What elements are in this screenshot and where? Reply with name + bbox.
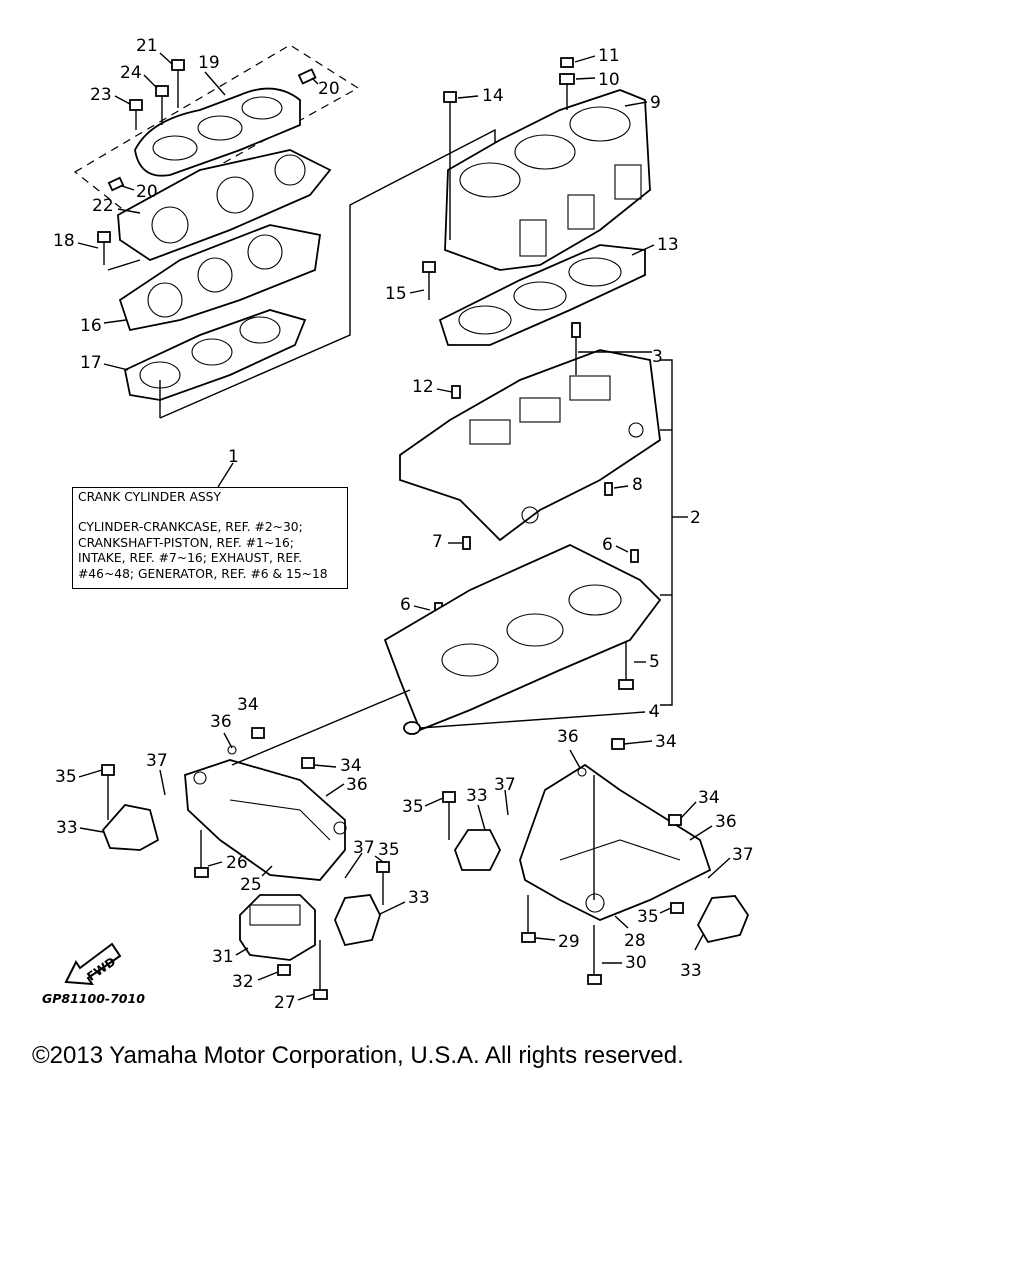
assembly-title: CRANK CYLINDER ASSY [78,490,221,504]
callout-35b: 35 [378,840,400,860]
callout-36c: 36 [557,727,579,747]
cylinder-9 [444,89,651,271]
bolt-14 [443,91,457,240]
assembly-line: INTAKE, REF. #7~16; EXHAUST, REF. [78,551,303,566]
callout-34c: 34 [655,732,677,752]
head-gasket-17 [123,309,307,401]
callout-35a: 35 [55,767,77,787]
copyright-notice: ©2013 Yamaha Motor Corporation, U.S.A. A… [32,1042,684,1069]
assembly-line: CRANKSHAFT-PISTON, REF. #1~16; [78,535,294,550]
callout-21: 21 [136,36,158,56]
callout-34b: 34 [340,756,362,776]
callout-18: 18 [53,231,75,251]
mount-rubber-33-d [696,895,750,944]
module-31 [239,894,316,961]
callout-34a: 34 [237,695,259,715]
callout-37a: 37 [146,751,168,771]
callout-9: 9 [650,93,661,113]
callout-34d: 34 [698,788,720,808]
callout-33a: 33 [56,818,78,838]
callout-19: 19 [198,53,220,73]
callout-15: 15 [385,284,407,304]
callout-10: 10 [598,70,620,90]
mount-rubber-33-b [334,894,381,947]
callout-25: 25 [240,875,262,895]
mount-rubber-33-c [454,829,502,871]
bolt-35-c [442,791,456,840]
callout-22: 22 [92,196,114,216]
callout-36d: 36 [715,812,737,832]
bolt-34-a [251,727,315,769]
callout-36a: 36 [210,712,232,732]
bolt-30 [587,925,602,985]
bolt-26 [194,830,209,878]
callout-6a: 6 [602,535,613,555]
callout-6b: 6 [400,595,411,615]
assembly-line: CYLINDER-CRANKCASE, REF. #2~30; [78,520,303,535]
callout-28: 28 [624,931,646,951]
callout-17: 17 [80,353,102,373]
bolt-15 [422,261,436,300]
assembly-line: #46~48; GENERATOR, REF. #6 & 15~18 [78,566,328,581]
callout-33d: 33 [680,961,702,981]
callout-27: 27 [274,993,296,1013]
callout-26: 26 [226,853,248,873]
bolt-24 [155,85,169,125]
callout-14: 14 [482,86,504,106]
callout-29: 29 [558,932,580,952]
callout-13: 13 [657,235,679,255]
callout-1: 1 [228,447,239,467]
callout-12: 12 [412,377,434,397]
bolt-35-d [670,902,684,914]
mount-rubber-33-a [101,804,160,851]
crankcase-lower-4 [383,544,662,735]
callout-35d: 35 [637,907,659,927]
callout-4: 4 [649,702,660,722]
callout-2: 2 [690,508,701,528]
bolt-5 [618,642,634,690]
callout-31: 31 [212,947,234,967]
callout-24: 24 [120,63,142,83]
callout-8: 8 [632,475,643,495]
diagram-code: GP81100-7010 [42,991,145,1006]
assembly-reference-box: CRANK CYLINDER ASSY CYLINDER-CRANKCASE, … [72,487,348,589]
cylinder-gasket-13 [438,244,646,346]
callout-20a: 20 [318,79,340,99]
callout-11: 11 [598,46,620,66]
callout-5: 5 [649,652,660,672]
callout-37b: 37 [353,838,375,858]
forward-arrow-icon: FWD [64,942,122,986]
bolt-11 [559,57,575,110]
callout-37c: 37 [494,775,516,795]
callout-33c: 33 [466,786,488,806]
cylinder-head-16 [107,224,322,332]
crankcase-upper-3 [399,349,661,542]
callouts: 1 2 3 4 5 6 6 7 8 9 10 11 12 13 14 15 16… [53,36,754,1013]
bolt-21 [171,59,185,108]
bolt-35-b [376,861,390,905]
bolt-32 [277,964,291,976]
callout-16: 16 [80,316,102,336]
callout-7: 7 [432,532,443,552]
callout-37d: 37 [732,845,754,865]
callout-32: 32 [232,972,254,992]
bolt-18 [97,231,111,265]
callout-3: 3 [652,347,663,367]
engine-mount-bracket-28 [519,763,712,921]
bolt-35-a [101,764,115,820]
callout-20b: 20 [136,182,158,202]
bolt-29 [521,895,536,943]
callout-36b: 36 [346,775,368,795]
head-gasket-22 [117,149,332,262]
callout-30: 30 [625,953,647,973]
callout-35c: 35 [402,797,424,817]
callout-23: 23 [90,85,112,105]
exploded-parts-diagram: 1 2 3 4 5 6 6 7 8 9 10 11 12 13 14 15 16… [53,36,754,1013]
bolt-27 [313,940,328,1000]
bolt-23 [129,99,143,130]
engine-mount-bracket-25 [184,759,347,881]
callout-33b: 33 [408,888,430,908]
head-cover-group [73,44,360,216]
